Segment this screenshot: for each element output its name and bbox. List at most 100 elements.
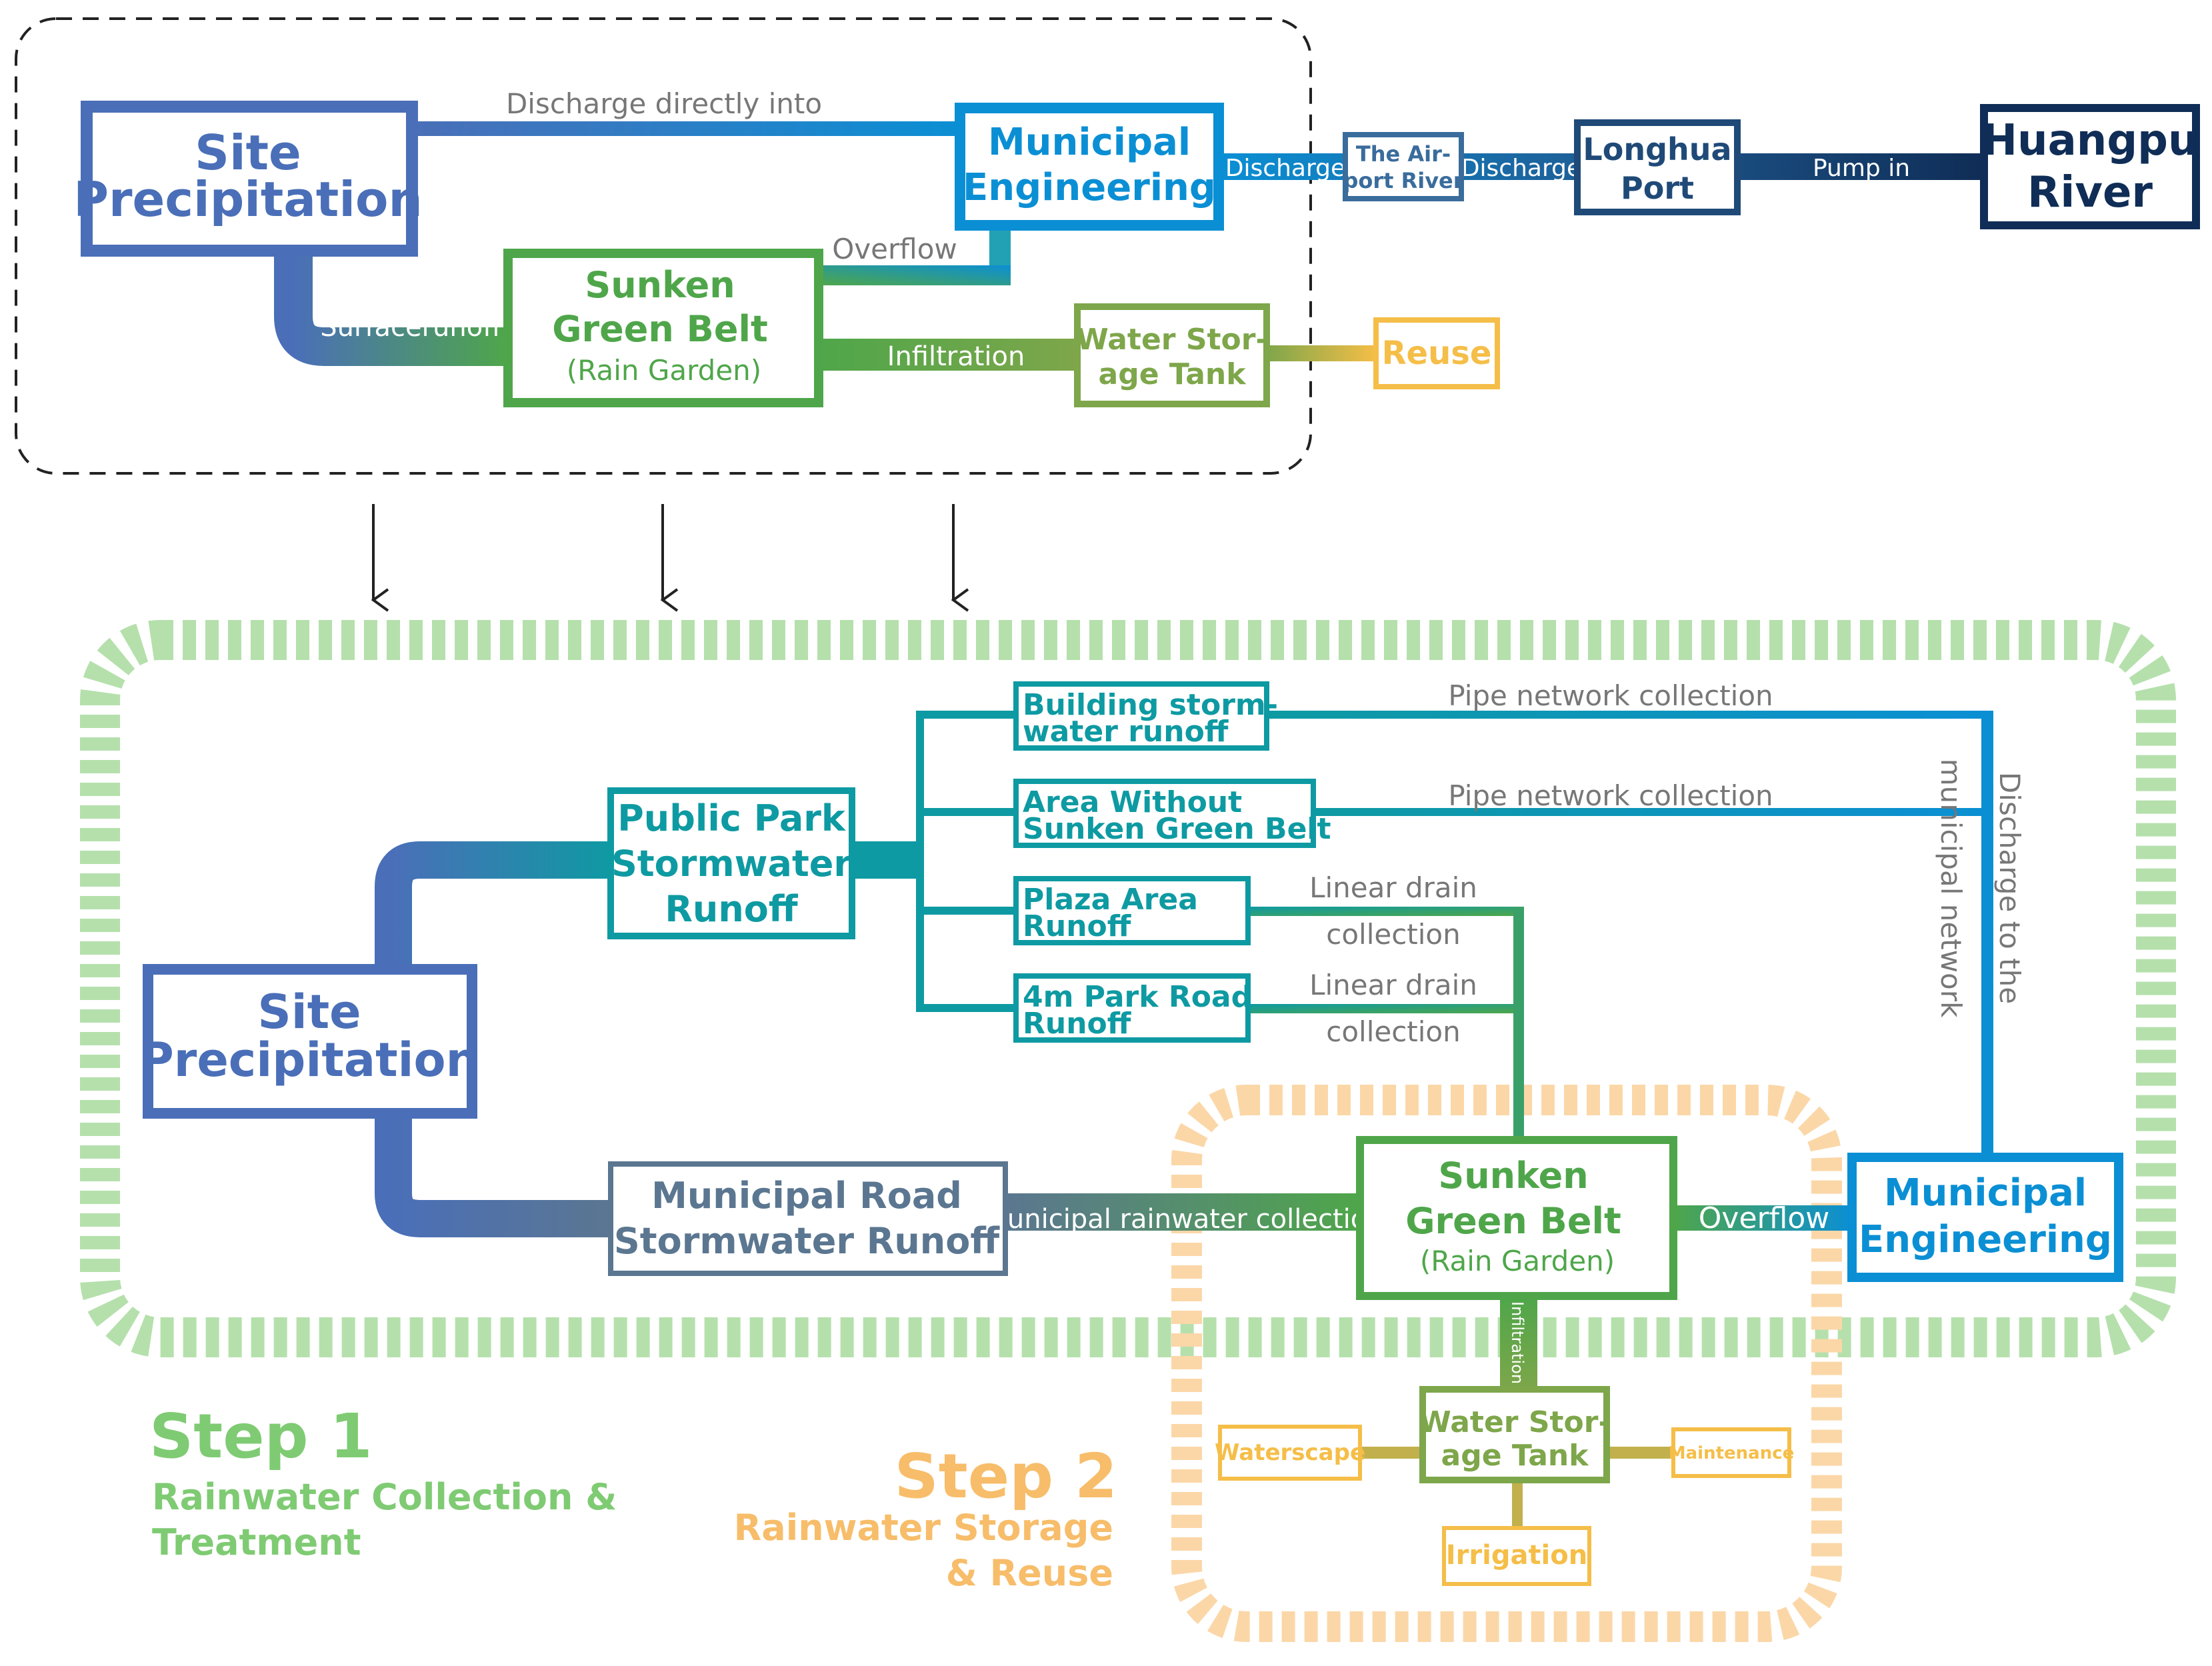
- step2-subtitle-b: & Reuse: [946, 1552, 1113, 1594]
- step2-water-storage-tank-box: Water Stor- age Tank: [1419, 1386, 1611, 1483]
- connector-pipe-2: [1313, 808, 1989, 816]
- svg-text:Sunken: Sunken: [585, 264, 735, 306]
- connector-park-trunk: [852, 841, 919, 879]
- connector-waterscape: [1360, 1447, 1423, 1459]
- connector-overflow-step1: [1673, 1205, 1852, 1231]
- svg-text:Precipitation: Precipitation: [73, 171, 423, 227]
- svg-text:Municipal: Municipal: [988, 121, 1191, 164]
- svg-text:Engineering: Engineering: [963, 166, 1216, 209]
- label-discharge-network-a: Discharge to the: [1993, 772, 2026, 1004]
- label-surface-runoff: Surfacerunoff: [320, 312, 502, 343]
- svg-text:4m Park Road: 4m Park Road: [1023, 980, 1252, 1014]
- label-linear-drain-2-a: Linear drain: [1309, 969, 1477, 1001]
- svg-text:port River: port River: [1343, 168, 1463, 193]
- svg-text:Runoff: Runoff: [665, 888, 799, 930]
- connector-to-park: [375, 841, 615, 969]
- connector-infiltration-step1: [1500, 1296, 1537, 1389]
- label-discharge-1: Discharge: [1225, 155, 1345, 182]
- connector-irrigation: [1512, 1480, 1523, 1528]
- connector-maintenance: [1607, 1447, 1673, 1459]
- label-linear-drain-1-b: collection: [1326, 918, 1461, 951]
- svg-text:The Air-: The Air-: [1356, 141, 1451, 167]
- connector-overflow-horizontal: [819, 265, 1011, 285]
- connector-discharge-direct: [412, 121, 960, 136]
- svg-text:Municipal: Municipal: [1884, 1171, 2087, 1215]
- longhua-port-box: Longhua Port: [1574, 119, 1741, 215]
- label-municipal-rainwater: Municipal rainwater collection: [984, 1204, 1383, 1235]
- svg-text:Runoff: Runoff: [1023, 909, 1132, 943]
- svg-text:Water Stor-: Water Stor-: [1419, 1405, 1610, 1439]
- area-without-belt-box: Area Without Sunken Green Belt: [1013, 779, 1331, 848]
- label-discharge-directly: Discharge directly into: [506, 87, 822, 120]
- irrigation-box: Irrigation: [1442, 1526, 1591, 1586]
- connector-branch-vertical: [916, 711, 924, 1012]
- label-linear-drain-1-a: Linear drain: [1309, 871, 1477, 904]
- svg-text:Stormwater Runoff: Stormwater Runoff: [614, 1220, 1000, 1262]
- svg-text:Engineering: Engineering: [1859, 1218, 2112, 1261]
- svg-text:Waterscape: Waterscape: [1215, 1439, 1365, 1466]
- step1-title: Step 1: [149, 1401, 373, 1472]
- label-pipe-collection-2: Pipe network collection: [1448, 779, 1773, 812]
- step2-subtitle-a: Rainwater Storage: [734, 1507, 1113, 1549]
- svg-text:Sunken Green Belt: Sunken Green Belt: [1023, 812, 1331, 846]
- plaza-runoff-box: Plaza Area Runoff: [1013, 876, 1251, 945]
- waterscape-box: Waterscape: [1215, 1425, 1365, 1481]
- svg-text:age Tank: age Tank: [1441, 1439, 1590, 1473]
- svg-text:Huangpu: Huangpu: [1981, 116, 2198, 165]
- svg-text:Water Stor-: Water Stor-: [1076, 323, 1267, 357]
- svg-text:Stormwater: Stormwater: [611, 843, 851, 885]
- svg-text:Green Belt: Green Belt: [1405, 1200, 1621, 1242]
- svg-text:age Tank: age Tank: [1099, 357, 1247, 391]
- connector-municipal-rain: [1005, 1193, 1360, 1231]
- connector-drain-vertical: [1513, 907, 1524, 1140]
- svg-text:(Rain Garden): (Rain Garden): [567, 354, 761, 387]
- top-water-storage-tank-box: Water Stor- age Tank: [1074, 303, 1270, 407]
- top-reuse-box: Reuse: [1373, 317, 1500, 389]
- step1-municipal-engineering-box: Municipal Engineering: [1847, 1153, 2123, 1282]
- airport-river-box: The Air- port River: [1343, 132, 1464, 201]
- label-linear-drain-2-b: collection: [1326, 1015, 1461, 1048]
- step1-boundary: [80, 620, 2176, 1357]
- label-pump-in: Pump in: [1813, 155, 1910, 182]
- connector-branch-area: [916, 808, 1016, 816]
- top-dashed-boundary: [15, 17, 1312, 475]
- svg-text:Site: Site: [195, 125, 301, 181]
- connector-reuse: [1267, 345, 1376, 361]
- svg-text:Maintenance: Maintenance: [1669, 1443, 1795, 1463]
- building-runoff-box: Building storm- water runoff: [1013, 681, 1278, 751]
- connector-drain-plaza: [1248, 907, 1523, 916]
- huangpu-river-box: Huangpu River: [1980, 104, 2200, 229]
- step2-boundary: [1171, 1085, 1842, 1642]
- svg-text:Green Belt: Green Belt: [552, 308, 768, 350]
- step1-connectors: [375, 711, 1993, 1528]
- step2-title: Step 2: [894, 1441, 1117, 1512]
- connector-branch-building: [916, 711, 1016, 719]
- svg-text:(Rain Garden): (Rain Garden): [1420, 1245, 1615, 1277]
- svg-text:Area Without: Area Without: [1023, 785, 1242, 819]
- svg-text:water runoff: water runoff: [1023, 715, 1229, 749]
- step1-subtitle-b: Treatment: [152, 1521, 361, 1563]
- svg-text:Runoff: Runoff: [1023, 1007, 1132, 1041]
- svg-text:River: River: [2027, 168, 2153, 217]
- connector-drain-road: [1248, 1004, 1523, 1013]
- step1-site-precipitation-box: Site Precipitation: [140, 964, 479, 1119]
- svg-text:Sunken: Sunken: [1438, 1155, 1588, 1197]
- down-arrows: [371, 504, 969, 612]
- svg-text:Site: Site: [257, 985, 361, 1039]
- step1-sunken-green-belt-box: Sunken Green Belt (Rain Garden): [1356, 1136, 1677, 1300]
- label-overflow-top: Overflow: [832, 233, 957, 265]
- label-overflow-step1: Overflow: [1699, 1201, 1829, 1235]
- public-park-runoff-box: Public Park Stormwater Runoff: [607, 787, 855, 939]
- svg-text:Plaza Area: Plaza Area: [1023, 883, 1198, 917]
- svg-text:Precipitation: Precipitation: [140, 1033, 479, 1087]
- connector-branch-plaza: [916, 907, 1016, 915]
- connector-branch-road: [916, 1004, 1016, 1012]
- label-infiltration-top: Infiltration: [887, 341, 1025, 372]
- connector-surface-runoff: [274, 253, 508, 366]
- label-discharge-2: Discharge: [1461, 155, 1581, 182]
- connector-pipe-1: [1267, 711, 1989, 719]
- svg-text:Reuse: Reuse: [1382, 335, 1492, 372]
- svg-text:Building storm-: Building storm-: [1023, 688, 1278, 722]
- svg-text:Public Park: Public Park: [617, 797, 846, 839]
